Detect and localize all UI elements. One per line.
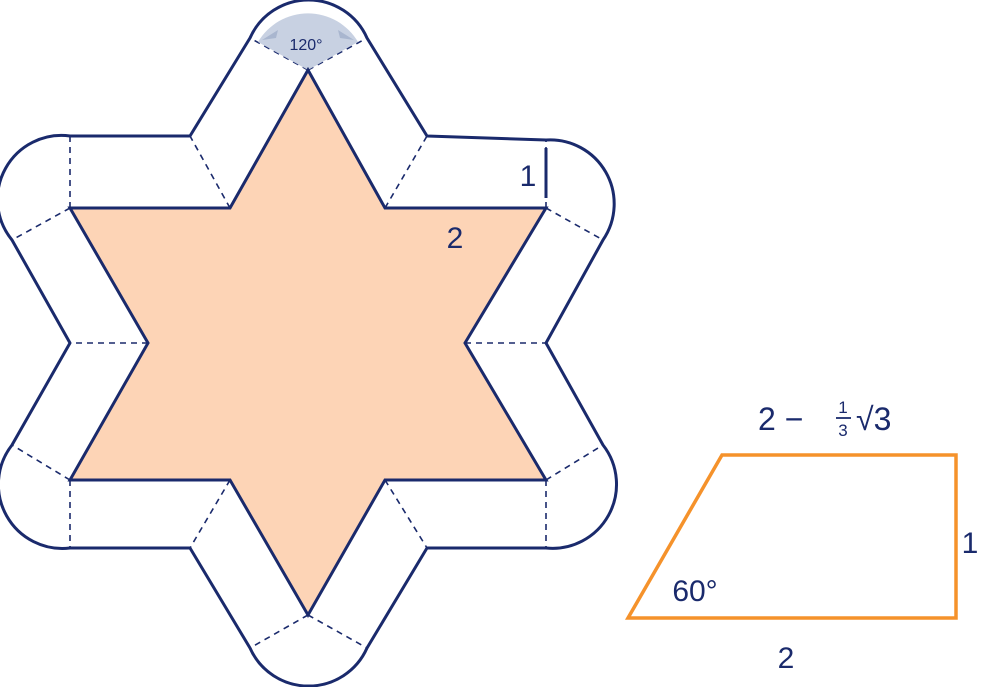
offset-label: 1 <box>520 160 537 193</box>
trapezoid-angle-label: 60° <box>672 575 717 608</box>
trapezoid <box>624 453 958 620</box>
trapezoid-top-frac-num: 1 <box>838 398 847 417</box>
angle-wedge <box>258 13 358 71</box>
hexagram-star <box>67 66 549 619</box>
trapezoid-right-label: 1 <box>962 527 979 560</box>
outer-offset-outline <box>0 0 618 687</box>
edge-length-label: 2 <box>447 222 464 255</box>
trapezoid-top-prefix: 2 − <box>758 401 812 437</box>
trapezoid-top-frac-den: 3 <box>838 421 847 440</box>
trapezoid-bottom-label: 2 <box>778 642 795 675</box>
trapezoid-top-radical: √3 <box>856 401 891 437</box>
angle-label: 120° <box>289 37 322 54</box>
